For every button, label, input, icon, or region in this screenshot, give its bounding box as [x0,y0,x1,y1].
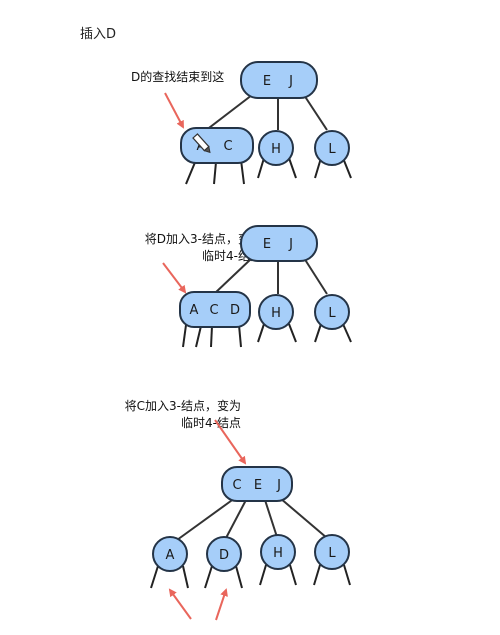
key-t1-root: J [288,74,293,89]
node-t1-root [240,61,318,99]
key-t2-root: J [288,237,293,252]
leg-t2 [342,323,352,343]
note-step3-line2: 临时4-结点 [181,416,241,430]
edge-t3-root-d [225,499,247,539]
key-t3-d: D [219,548,229,563]
leg-t3 [343,564,351,586]
leg-t3 [259,564,267,586]
arrow-t3-a [168,588,192,620]
note-step2-line1: 将D加入3-结点，变为 [144,232,262,246]
leg-t1 [288,157,297,179]
tree-2: E J A C D H L [162,225,352,348]
leg-t3 [204,565,213,589]
note-step1-text: D的查找结束到这 [131,70,225,84]
key-t3-a: A [166,548,175,563]
node-t3-a [152,536,188,572]
key-t1-l: L [328,142,336,157]
node-t2-h [258,294,294,330]
note-step3-line1: 将C加入3-结点，变为 [124,399,241,413]
leg-t2 [195,325,202,348]
leg-t1 [257,157,265,179]
key-t3-root: E [254,478,262,493]
leg-t3 [235,565,243,589]
key-t3-root: J [276,478,281,493]
node-t1-left [180,127,254,164]
leg-t2 [257,323,265,343]
leg-t2 [238,324,242,348]
edge-t2-root-left [213,257,253,295]
note-step3: 将C加入3-结点，变为 临时4-结点 [125,398,241,432]
leg-t3 [313,564,321,586]
leg-t1 [185,159,197,185]
key-t1-root: E [263,74,271,89]
key-t3-l: L [328,546,336,561]
cursor-icon [192,133,211,154]
arrow-t3-top [214,419,247,465]
node-t2-left [179,291,251,328]
arrow-t1 [164,92,184,129]
leg-t3 [150,565,159,589]
key-t3-root: C [232,478,241,493]
node-t3-d [206,536,242,572]
key-t2-left: D [230,303,240,318]
key-t2-left: C [209,303,218,318]
node-t1-l [314,130,350,166]
node-t3-l [314,534,350,570]
tree-3: C E J A D H L [150,419,351,621]
node-t2-root [240,225,318,262]
node-t1-h [258,130,294,166]
node-t3-root [221,466,293,502]
leg-t2 [182,324,187,348]
arrow-t2 [162,262,187,294]
edge-t3-root-l [279,497,328,539]
leg-t3 [289,564,297,586]
edge-t1-root-right [303,94,328,131]
edge-t2-root-right [303,257,328,295]
leg-t2 [314,323,322,343]
key-t1-h: H [271,142,281,157]
page-title: 插入D [80,27,117,42]
key-t2-l: L [328,306,336,321]
key-t1-left: C [223,139,232,154]
leg-t1 [342,157,352,179]
key-t2-h: H [271,306,281,321]
key-t3-h: H [273,546,283,561]
leg-t2 [288,323,297,343]
node-t3-h [260,534,296,570]
note-step1: D的查找结束到这 [131,69,224,86]
leg-t1 [240,159,245,185]
leg-t2 [210,325,213,348]
key-t2-left: A [190,303,199,318]
edge-t3-root-a [176,497,236,541]
tree-1: E J A C H L [164,61,352,185]
node-t2-l [314,294,350,330]
note-step2: 将D加入3-结点，变为 临时4-结点 [145,231,262,265]
arrow-t3-d [215,588,228,621]
key-t2-root: E [263,237,271,252]
leg-t1 [213,161,217,185]
edge-t1-root-left [204,94,253,132]
leg-t3 [182,565,189,589]
edge-t3-root-h [264,499,278,538]
